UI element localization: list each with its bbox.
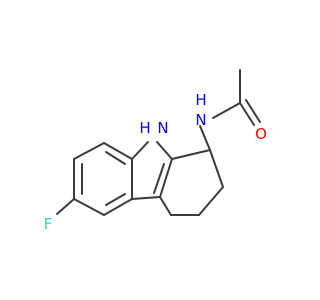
atom-label-f: F (44, 215, 53, 233)
bond-double-inner (105, 151, 126, 165)
bond (156, 141, 173, 160)
bond (212, 102, 241, 119)
bond (73, 198, 105, 216)
structure-diagram: H N N H O F (44, 69, 267, 233)
bond (198, 186, 224, 216)
bond (73, 142, 105, 160)
atom-label-o: O (255, 125, 267, 143)
bond-lines (56, 69, 261, 216)
atom-label-h: H (139, 119, 150, 137)
bond-double-inner (105, 193, 126, 206)
bond (159, 158, 173, 198)
bond (209, 149, 224, 188)
bond (171, 149, 211, 160)
atom-label-n: N (157, 119, 168, 137)
atom-label-h-amide: H (195, 91, 206, 109)
bond (131, 196, 161, 200)
bond (131, 141, 149, 160)
atom-label-n-amide: N (195, 111, 206, 129)
bond (103, 198, 133, 216)
bond-double (245, 99, 261, 123)
bond (56, 198, 75, 215)
bond-double-inner (153, 163, 165, 194)
bond-double (239, 102, 255, 126)
bond (199, 125, 211, 151)
bond (159, 196, 172, 216)
bond (103, 142, 133, 160)
